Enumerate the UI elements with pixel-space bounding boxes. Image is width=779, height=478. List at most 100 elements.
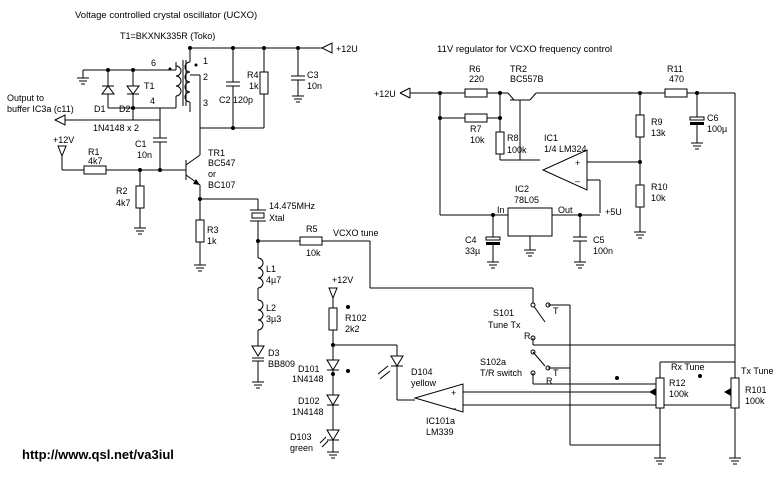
r1-value: 4k7 [88,156,103,166]
l1-label: L1 [266,264,276,274]
c4-label: C4 [465,235,477,245]
pin-3: 3 [203,98,208,108]
r11-value: 470 [669,74,684,84]
ic2-label: IC2 [515,184,529,194]
r1-label: R1 [88,147,100,157]
ic101-label: IC101a [426,416,455,426]
crystal-varicap-network [250,209,534,389]
r5-value: 10k [306,248,321,258]
ic1-plus: + [575,158,580,168]
c3-value: 10n [307,81,322,91]
rail-12u-left: +12U [374,89,396,99]
s101-value: Tune Tx [488,320,521,330]
source-url: http://www.qsl.net/va3iul [22,447,174,462]
c1-value: 10n [137,150,152,160]
pin-6: 6 [151,58,156,68]
pin-2: 2 [203,72,208,82]
r101-label: R101 [745,385,767,395]
s101-contact-t: T [553,306,559,316]
regulator-title: 11V regulator for VCXO frequency control [437,44,612,55]
r3-label: R3 [207,225,219,235]
diodes-d1-d2 [53,62,177,126]
pin-4: 4 [150,96,155,106]
r6-label: R6 [469,64,481,74]
ic101-type: LM339 [426,427,454,437]
diode-pair-label: 1N4148 x 2 [93,123,139,133]
tr2-type: BC557B [510,74,544,84]
d104-label: D104 [411,367,433,377]
vcxo-title: Voltage controlled crystal oscillator (U… [75,10,257,21]
c6-label: C6 [707,113,719,123]
d103-label: D103 [290,432,312,442]
d102-label: D102 [298,396,320,406]
vcxo-tune-label: VCXO tune [333,228,379,238]
d2-label: D2 [119,104,131,114]
d103-value: green [290,443,313,453]
r10-value: 10k [651,193,666,203]
t1-secondary-coil [168,60,187,108]
c3-label: C3 [307,70,319,80]
r12-value: 100k [669,389,689,399]
ic2-type: 78L05 [514,195,539,205]
r8-value: 100k [507,145,527,155]
ic101-plus: + [451,388,456,398]
l2-value: 3µ3 [266,314,281,324]
r5-label: R5 [306,224,318,234]
tr1-type: BC547 [208,158,236,168]
d1-label: D1 [94,104,106,114]
s102-contact-r: R [546,376,553,386]
rail-5u: +5U [605,207,622,217]
d3-label: D3 [268,348,280,358]
indicator-and-switch-network [319,93,741,465]
r11-label: R11 [667,64,683,74]
r6-value: 220 [469,74,484,84]
tr2-label: TR2 [510,64,527,74]
r7-value: 10k [470,135,485,145]
r2-label: R2 [116,186,128,196]
ic1-minus: – [575,176,580,186]
rail-12v-r102: +12V [332,275,353,285]
r9-value: 13k [651,128,666,138]
r101-value: 100k [745,396,765,406]
r102-label: R102 [345,313,367,323]
c4-value: 33µ [465,246,480,256]
l2-label: L2 [266,303,276,313]
rail-12v-r1: +12V [53,135,74,145]
tr1-alt-type: BC107 [208,180,236,190]
s102-label: S102a [480,357,506,367]
ic101-minus: – [451,403,456,413]
s101-contact-r: R [524,331,531,341]
s102-value: T/R switch [480,368,522,378]
c1-label: C1 [135,139,147,149]
r4-label: R4 [247,70,259,80]
ic1-label: IC1 [544,133,558,143]
xtal-frequency: 14.475MHz [269,201,316,211]
c6-value: 100µ [707,124,727,134]
c5-value: 100n [593,246,613,256]
r4-value: 1k [249,81,259,91]
s102-contact-t: T [553,368,559,378]
s101-label: S101 [493,308,514,318]
r3-value: 1k [207,236,217,246]
xtal-label: Xtal [269,213,285,223]
regulator-wiring [399,87,735,269]
t1-type-label: T1=BKXNK335R (Toko) [120,31,215,41]
r8-label: R8 [507,133,519,143]
pin-1: 1 [203,56,208,66]
tx-tune-label: Tx Tune [741,366,774,376]
rx-tune-label: Rx Tune [671,362,705,372]
ic2-pin-in: In [497,205,505,215]
r7-label: R7 [470,124,482,134]
d102-value: 1N4148 [292,407,324,417]
tr1-stage [57,108,259,272]
tr1-or: or [208,169,216,179]
c2-r4-c3 [226,48,305,130]
tr1-label: TR1 [208,148,225,158]
d101-label: D101 [298,364,320,374]
d104-value: yellow [411,378,437,388]
ic1-type: 1/4 LM324 [544,144,587,154]
ic2-pin-out: Out [558,205,573,215]
r12-label: R12 [669,378,686,388]
l1-value: 4µ7 [266,275,281,285]
